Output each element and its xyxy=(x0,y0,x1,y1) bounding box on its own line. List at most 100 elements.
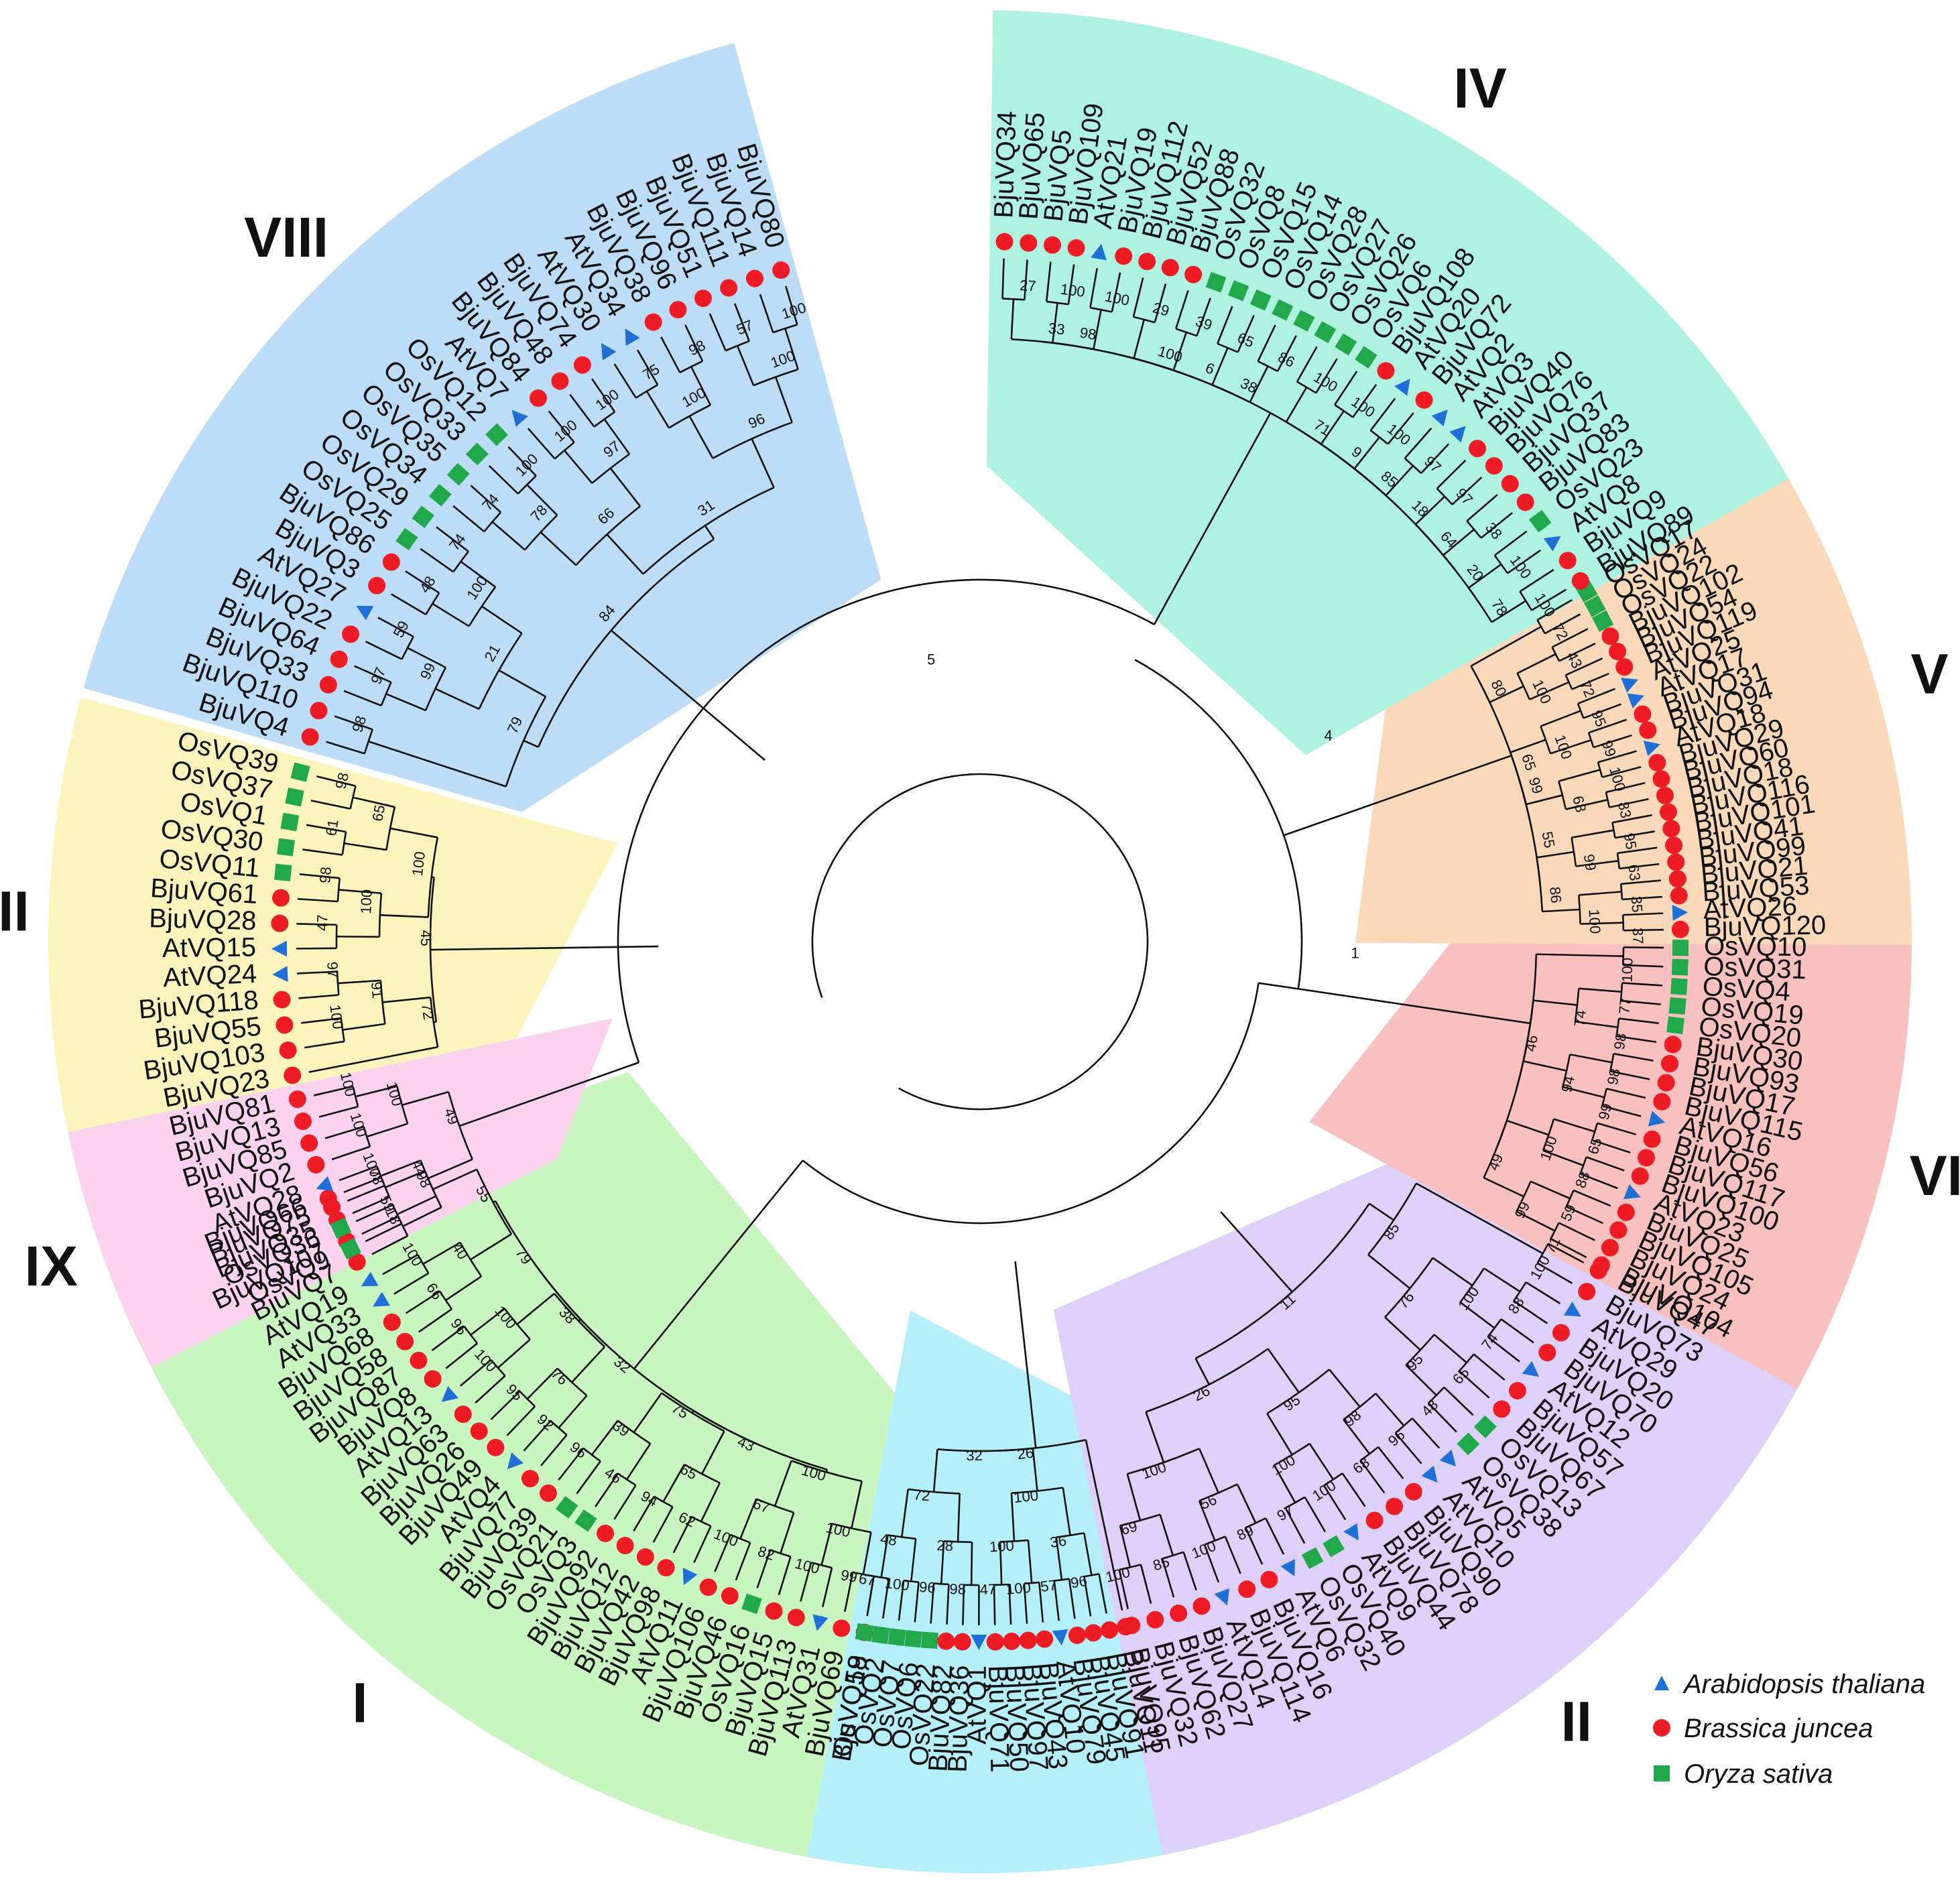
branch xyxy=(772,324,798,334)
square-marker-icon xyxy=(273,863,292,881)
branch xyxy=(382,996,431,1003)
circle-marker-icon xyxy=(342,625,360,643)
circle-marker-icon xyxy=(1601,627,1619,645)
circle-marker-icon xyxy=(348,1253,366,1271)
triangle-marker-icon xyxy=(1439,1449,1457,1467)
clade-sector xyxy=(1309,930,1912,1389)
branch xyxy=(1619,983,1624,1001)
square-marker-icon xyxy=(428,483,452,507)
branch xyxy=(475,1375,506,1404)
branch xyxy=(380,1159,422,1177)
branch xyxy=(385,693,426,712)
circle-marker-icon xyxy=(721,1587,739,1605)
branch xyxy=(1470,625,1542,667)
triangle-marker-icon xyxy=(1627,693,1645,708)
triangle-marker-icon xyxy=(971,1634,987,1650)
bootstrap-label: 1 xyxy=(1351,944,1359,961)
branch xyxy=(1359,1460,1386,1494)
branch xyxy=(1132,277,1144,317)
square-marker-icon xyxy=(887,1628,906,1646)
circle-marker-icon xyxy=(294,1112,312,1130)
circle-marker-icon xyxy=(1365,1511,1384,1529)
branch xyxy=(1175,290,1189,329)
branch xyxy=(1375,1393,1405,1427)
circle-marker-icon xyxy=(657,1559,675,1577)
branch xyxy=(993,1584,996,1625)
branch xyxy=(932,1449,938,1493)
square-marker-icon xyxy=(1666,1016,1685,1035)
branch xyxy=(393,1272,429,1295)
triangle-marker-icon xyxy=(507,1452,524,1470)
clade-label: VIII xyxy=(244,206,328,269)
branch xyxy=(1507,549,1541,574)
bootstrap-label: 35 xyxy=(1628,895,1646,913)
branch xyxy=(439,1290,452,1310)
branch xyxy=(733,303,750,342)
bootstrap-label: 98 xyxy=(1604,1067,1624,1086)
branch xyxy=(613,1485,637,1520)
branch xyxy=(993,1583,1009,1586)
triangle-marker-icon xyxy=(271,940,288,957)
branch xyxy=(331,1145,371,1161)
branch xyxy=(1553,1118,1595,1133)
branch xyxy=(1159,1514,1174,1556)
branch xyxy=(365,641,403,660)
bootstrap-label: 98 xyxy=(1079,324,1097,342)
triangle-marker-icon xyxy=(1449,426,1466,443)
branch xyxy=(563,450,593,484)
square-marker-icon xyxy=(1323,1535,1345,1558)
branch xyxy=(701,1430,725,1474)
branch xyxy=(1385,465,1414,497)
branch xyxy=(1466,494,1498,522)
branch xyxy=(452,505,485,533)
branch xyxy=(1473,755,1512,770)
bootstrap-label: 100 xyxy=(1013,1487,1039,1506)
branch xyxy=(901,1489,909,1537)
branch xyxy=(429,997,439,1048)
circle-marker-icon xyxy=(772,261,790,279)
branch xyxy=(1032,1448,1038,1491)
circle-marker-icon xyxy=(284,1066,302,1084)
branch xyxy=(662,1464,686,1503)
branch xyxy=(1153,448,1252,625)
circle-marker-icon xyxy=(1656,786,1674,804)
branch xyxy=(1384,1316,1421,1351)
branch xyxy=(1195,1358,1210,1385)
leaf-label: AtVQ15 xyxy=(162,933,257,963)
circle-marker-icon xyxy=(1667,853,1685,871)
clade-sectors xyxy=(48,10,1912,1873)
branch xyxy=(1575,860,1619,867)
branch xyxy=(481,605,523,634)
bootstrap-label: 32 xyxy=(966,1447,983,1464)
bootstrap-label: 5 xyxy=(927,651,935,668)
branch xyxy=(575,1062,639,1086)
circle-marker-icon xyxy=(300,1134,318,1152)
circle-marker-icon xyxy=(288,1090,306,1109)
branch xyxy=(458,1084,576,1127)
circle-marker-icon xyxy=(1415,391,1433,409)
triangle-marker-icon xyxy=(511,410,528,427)
branch xyxy=(396,1086,409,1124)
bootstrap-label: 95 xyxy=(1621,832,1640,851)
square-marker-icon xyxy=(1528,509,1552,533)
branch xyxy=(1237,314,1255,353)
branch xyxy=(354,665,392,684)
branch xyxy=(1548,1243,1585,1264)
circle-marker-icon xyxy=(410,1351,428,1369)
circle-marker-icon xyxy=(1668,870,1687,888)
branch xyxy=(528,428,556,460)
branch xyxy=(471,945,659,950)
branch xyxy=(693,1525,712,1564)
branch xyxy=(385,806,396,851)
bootstrap-label: 61 xyxy=(322,818,341,837)
branch xyxy=(603,418,631,455)
branch xyxy=(540,531,577,566)
bootstrap-label: 94 xyxy=(1558,1074,1578,1094)
circle-marker-icon xyxy=(995,233,1014,251)
clade-sector xyxy=(986,10,1789,755)
branch xyxy=(1062,1487,1071,1536)
branch xyxy=(1443,1387,1474,1416)
branch xyxy=(526,484,558,516)
branch xyxy=(324,1125,364,1139)
branch xyxy=(1586,1156,1625,1172)
